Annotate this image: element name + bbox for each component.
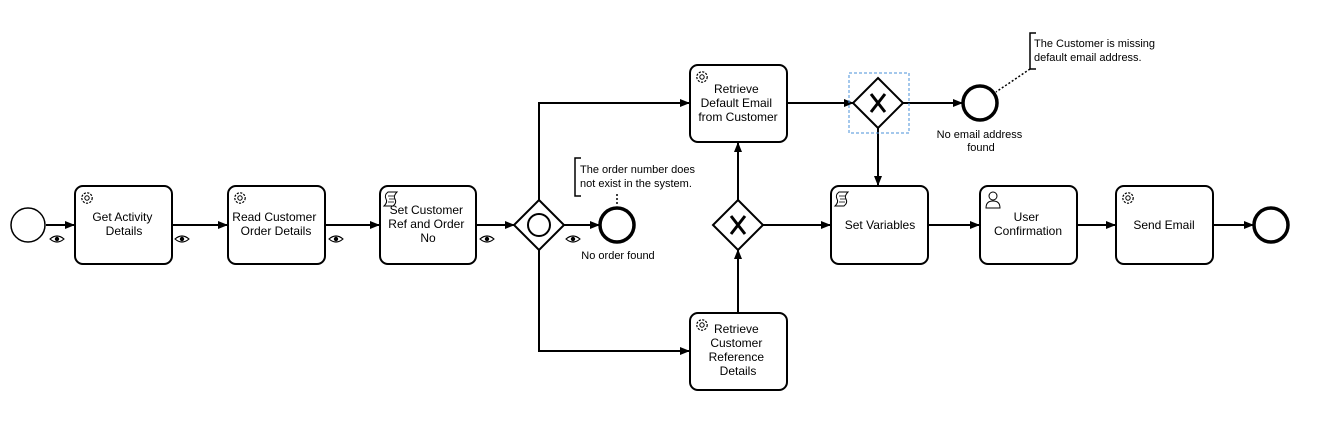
no-order-found-label: No order found: [581, 250, 654, 262]
task-send-email[interactable]: Send Email: [1115, 185, 1214, 265]
task-read-customer-order-details[interactable]: Read Customer Order Details: [227, 185, 326, 265]
task-retrieve-default-email[interactable]: Retrieve Default Email from Customer: [689, 64, 788, 143]
script-task-icon: [382, 191, 399, 207]
exclusive-gateway-merge[interactable]: [711, 198, 765, 252]
script-task-icon: [833, 191, 850, 207]
eye-icon[interactable]: [565, 235, 581, 243]
end-event-no-email[interactable]: [961, 84, 999, 122]
task-set-variables[interactable]: Set Variables: [830, 185, 929, 265]
no-email-found-label: No email address found: [937, 129, 1026, 154]
eye-icon[interactable]: [49, 235, 65, 243]
task-label: Retrieve Default Email from Customer: [698, 82, 777, 124]
annotation-order-missing[interactable]: The order number does not exist in the s…: [574, 157, 698, 206]
task-label: Retrieve Customer Reference Details: [709, 322, 768, 378]
start-event[interactable]: [10, 207, 46, 243]
annotation-text: The Customer is missing default email ad…: [1034, 38, 1158, 64]
task-label: Set Customer Ref and Order No: [388, 203, 467, 245]
task-get-activity-details[interactable]: Get Activity Details: [74, 185, 173, 265]
task-label: Send Email: [1133, 218, 1194, 232]
flow-gateway-to-retrieve-email[interactable]: [538, 99, 690, 201]
eye-icon[interactable]: [479, 235, 495, 243]
annotation-text: The order number does not exist in the s…: [580, 164, 698, 190]
annotation-email-missing[interactable]: The Customer is missing default email ad…: [995, 32, 1158, 93]
association-line: [995, 68, 1031, 93]
flow-gateway-to-retrieve-ref[interactable]: [538, 249, 690, 355]
eye-icon[interactable]: [174, 235, 190, 243]
task-label: Set Variables: [845, 218, 915, 232]
task-label: Get Activity Details: [92, 210, 155, 238]
eye-icon[interactable]: [328, 235, 344, 243]
task-label: User Confirmation: [994, 210, 1062, 238]
task-set-customer-ref-and-order-no[interactable]: Set Customer Ref and Order No: [379, 185, 477, 265]
selection-outline: [848, 72, 910, 134]
user-task-icon: [985, 191, 1001, 209]
task-user-confirmation[interactable]: User Confirmation: [979, 185, 1078, 265]
end-event-final[interactable]: [1252, 206, 1290, 244]
end-event-no-order[interactable]: [598, 206, 636, 244]
sequence-flows: [46, 99, 1254, 355]
exclusive-gateway-email-check[interactable]: [848, 72, 910, 134]
inclusive-gateway[interactable]: [512, 198, 566, 252]
task-label: Read Customer Order Details: [232, 210, 319, 238]
task-retrieve-customer-reference-details[interactable]: Retrieve Customer Reference Details: [689, 312, 788, 391]
